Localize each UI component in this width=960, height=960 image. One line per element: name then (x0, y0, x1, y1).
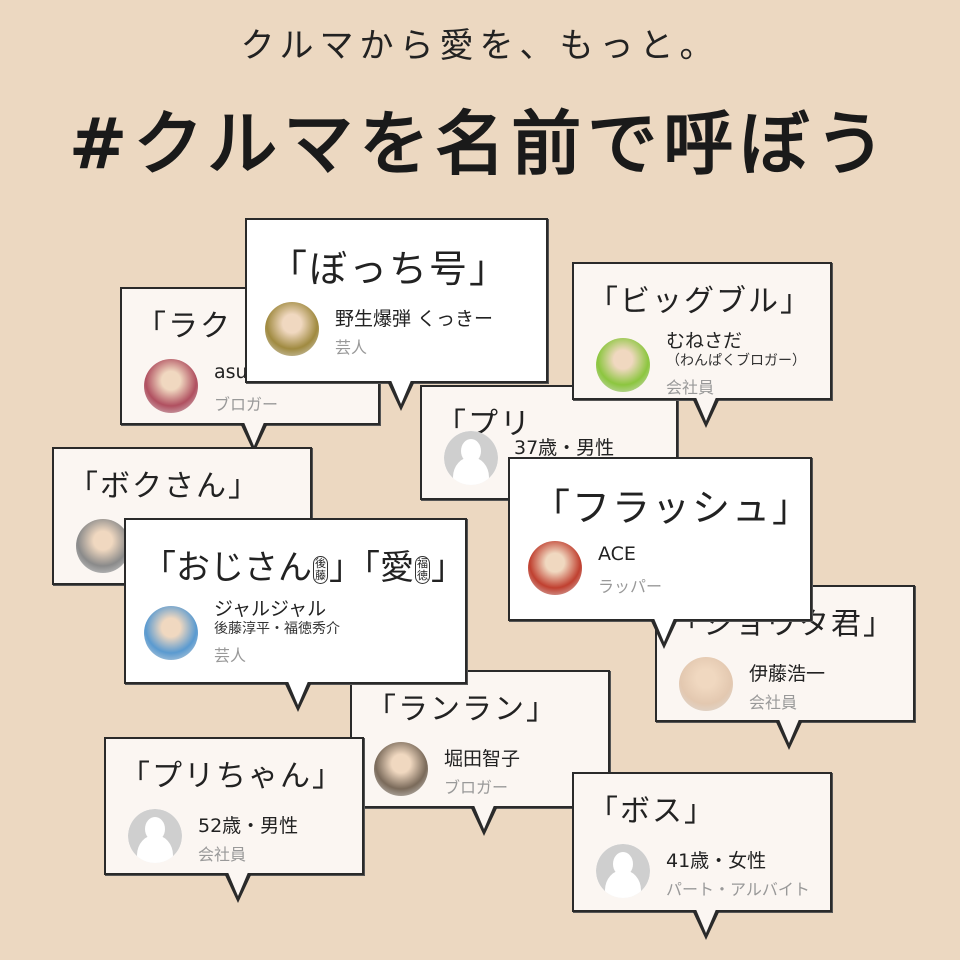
speech-bubble: 「ビッグブル」むねさだ（わんぱくブロガー） 会社員 (572, 262, 832, 428)
nickname: 「ビッグブル」 (588, 284, 812, 319)
nickname: 「プリちゃん」 (120, 759, 344, 794)
person-role: 会社員 (749, 693, 798, 712)
nickname-part: 」「愛 (329, 548, 414, 588)
nickname-part: 福 (417, 556, 428, 570)
default-user-icon (444, 431, 498, 485)
nickname-part: 」 (431, 548, 465, 588)
person-name: ジャルジャル (214, 598, 327, 620)
nickname-part: 徳 (417, 568, 428, 582)
avatar (528, 541, 582, 595)
avatar (76, 519, 130, 573)
person-name: 堀田智子 (444, 748, 521, 770)
person-role: 会社員 (666, 378, 715, 397)
bubble-tail (224, 870, 252, 903)
bubble-tail (775, 717, 803, 750)
avatar (144, 359, 198, 413)
nickname: 「ラク (136, 309, 232, 344)
person-role: 会社員 (198, 845, 247, 864)
speech-bubble: 「ランラン」堀田智子ブロガー (350, 670, 610, 836)
nickname-part: 「おじさん (142, 548, 312, 588)
person-role: パート・アルバイト (666, 880, 810, 899)
person-detail: 後藤淳平・福徳秀介 (214, 621, 340, 637)
ruby-annotation: 後藤 (313, 555, 328, 584)
avatar (679, 657, 733, 711)
speech-bubble: 「おじさん後藤」「愛福徳」ジャルジャル後藤淳平・福徳秀介芸人 (124, 518, 467, 712)
person-name: 野生爆弾 くっきー (335, 308, 494, 330)
bubble-tail (650, 616, 678, 649)
bubble-tail (387, 378, 415, 411)
person-name: むねさだ (666, 330, 743, 352)
bubble-tail (470, 803, 498, 836)
avatar (265, 302, 319, 356)
bubble-tail (284, 679, 312, 712)
person-role: ブロガー (214, 395, 279, 414)
speech-bubble: 「ボス」 41歳・女性パート・アルバイト (572, 772, 832, 940)
avatar (596, 338, 650, 392)
person-role: ラッパー (598, 577, 663, 596)
person-name: 41歳・女性 (666, 850, 767, 872)
nickname: 「ボクさん」 (68, 469, 260, 504)
person-detail: （わんぱくブロガー） (666, 353, 806, 369)
bubble-tail (692, 395, 720, 428)
nickname: 「ランラン」 (366, 692, 558, 727)
person-role: 芸人 (335, 338, 368, 357)
avatar (144, 606, 198, 660)
person-name: ACE (598, 543, 636, 565)
default-user-icon (596, 844, 650, 898)
bubble-tail (692, 907, 720, 940)
person-role: 芸人 (214, 646, 247, 665)
person-name: 伊藤浩一 (749, 663, 826, 685)
nickname-part: 後 (315, 556, 326, 570)
ruby-annotation: 福徳 (415, 555, 430, 584)
person-name: asu (214, 361, 248, 383)
avatar (374, 742, 428, 796)
person-role: ブロガー (444, 778, 509, 797)
speech-bubble: 「プリちゃん」 52歳・男性会社員 (104, 737, 364, 903)
nickname: 「ぼっち号」 (269, 247, 510, 291)
nickname: 「フラッシュ」 (532, 486, 813, 530)
nickname: 「ボス」 (588, 794, 716, 829)
default-user-icon (128, 809, 182, 863)
speech-bubble: 「フラッシュ」 ACE ラッパー (508, 457, 813, 649)
speech-bubble: 「ぼっち号」野生爆弾 くっきー芸人 (245, 218, 548, 411)
nickname: 「おじさん後藤」「愛福徳」 (142, 540, 465, 589)
person-name: 52歳・男性 (198, 815, 299, 837)
nickname-part: 藤 (315, 568, 326, 582)
person-name: 37歳・男性 (514, 437, 615, 459)
tagline: クルマから愛を、もっと。 (240, 26, 720, 66)
hashtag-headline: #クルマを名前で呼ぼう (68, 103, 892, 185)
